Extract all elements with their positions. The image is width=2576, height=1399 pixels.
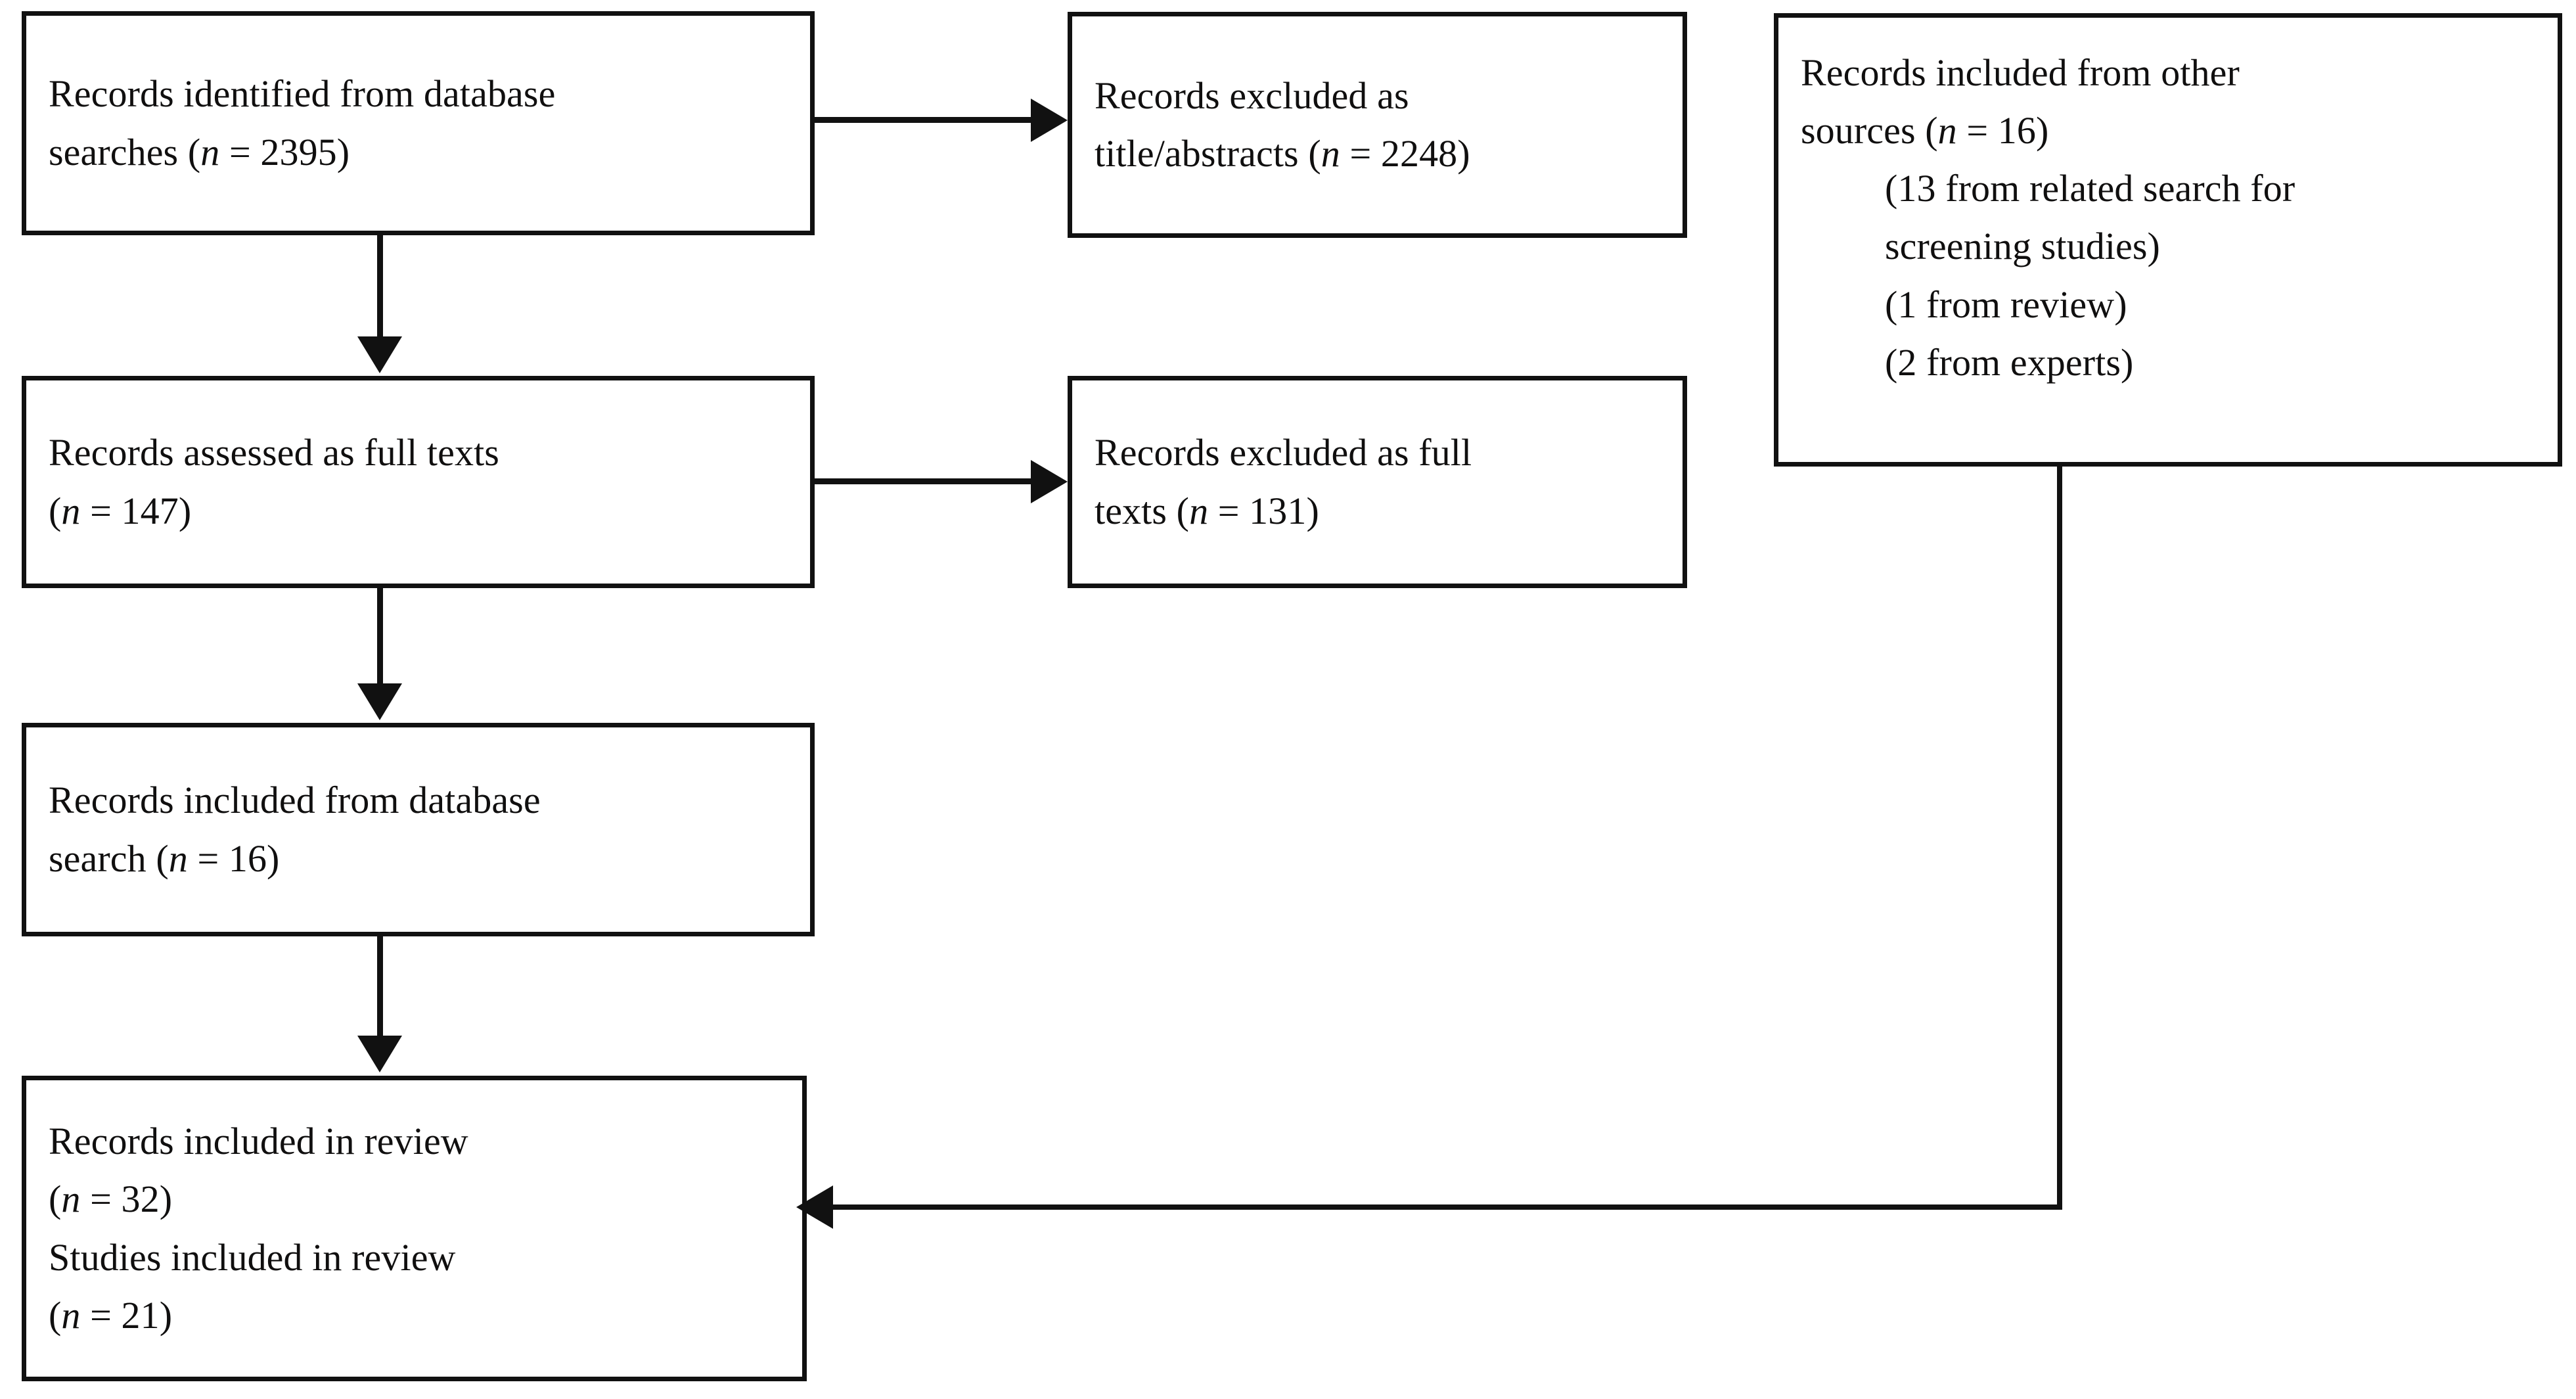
box-records-excluded-as-full-texts: Records excluded as full texts (n = 131) <box>1068 376 1687 588</box>
text-line: texts (n = 131) <box>1095 482 1660 540</box>
line-suffix: = 16) <box>187 837 280 880</box>
line-prefix: sources ( <box>1801 109 1938 152</box>
text-line: Records identified from database <box>49 72 556 116</box>
box-records-identified-from-database-searches: Records identified from database searche… <box>22 11 815 235</box>
line-prefix: ( <box>49 1178 62 1221</box>
box-records-excluded-as-title-abstracts: Records excluded as title/abstracts (n =… <box>1068 12 1687 238</box>
connector-identified-to-excluded-title-abstract-line <box>815 117 1031 123</box>
text-line: search (n = 16) <box>49 830 788 888</box>
line-suffix: = 32) <box>80 1178 173 1221</box>
text-line: (n = 21) <box>49 1287 780 1344</box>
n-symbol: n <box>61 1293 81 1337</box>
line-suffix: = 131) <box>1208 489 1319 532</box>
text-line: (n = 147) <box>49 482 788 540</box>
arrow-down-icon <box>357 683 402 720</box>
text-line-breakdown: screening studies) <box>1885 225 2160 268</box>
n-symbol: n <box>1189 489 1209 532</box>
line-prefix: ( <box>49 1293 62 1337</box>
box-text: Records included from database search (n… <box>26 771 810 887</box>
text-line: Records included from database <box>49 779 541 822</box>
line-prefix: ( <box>49 489 62 532</box>
box-records-and-studies-included-in-review: Records included in review (n = 32) Stud… <box>22 1076 807 1381</box>
box-records-included-from-database-search: Records included from database search (n… <box>22 723 815 936</box>
arrow-right-icon <box>1031 460 1068 503</box>
n-symbol: n <box>168 837 188 880</box>
connector-included-database-to-included-review-line <box>377 936 383 1038</box>
text-line-breakdown: (1 from review) <box>1885 283 2127 326</box>
text-line: Records excluded as full <box>1095 431 1472 474</box>
text-line: Studies included in review <box>49 1235 456 1279</box>
box-text: Records excluded as full texts (n = 131) <box>1072 424 1683 539</box>
connector-assessed-to-included-database-line <box>377 588 383 687</box>
text-line: sources (n = 16) <box>1801 102 2535 160</box>
connector-other-sources-to-included-review-horizontal <box>833 1204 2062 1210</box>
box-text: Records excluded as title/abstracts (n =… <box>1072 67 1683 183</box>
text-line: searches (n = 2395) <box>49 124 788 181</box>
arrow-down-icon <box>357 1036 402 1072</box>
connector-other-sources-to-included-review-vertical <box>2057 467 2062 1210</box>
text-line: Records included in review <box>49 1120 468 1163</box>
connector-identified-to-assessed-line <box>377 235 383 340</box>
text-line: Records excluded as <box>1095 74 1409 117</box>
n-symbol: n <box>1937 109 1957 152</box>
box-text: Records included from other sources (n =… <box>1778 44 2558 392</box>
n-symbol: n <box>200 130 220 173</box>
text-line: title/abstracts (n = 2248) <box>1095 125 1660 183</box>
text-line: Records assessed as full texts <box>49 431 499 474</box>
arrow-right-icon <box>1031 99 1068 142</box>
connector-assessed-to-excluded-full-texts-line <box>815 478 1031 484</box>
n-symbol: n <box>61 1178 81 1221</box>
box-records-assessed-as-full-texts: Records assessed as full texts (n = 147) <box>22 376 815 588</box>
text-line-breakdown: (2 from experts) <box>1885 340 2134 384</box>
text-line: (n = 32) <box>49 1170 780 1228</box>
arrow-left-icon <box>796 1185 833 1229</box>
line-suffix: = 147) <box>80 489 192 532</box>
n-symbol: n <box>1321 132 1340 175</box>
box-text: Records assessed as full texts (n = 147) <box>26 424 810 539</box>
text-line: Records included from other <box>1801 51 2240 94</box>
text-line-breakdown: (13 from related search for <box>1885 167 2295 210</box>
line-prefix: search ( <box>49 837 169 880</box>
n-symbol: n <box>61 489 81 532</box>
line-prefix: searches ( <box>49 130 201 173</box>
line-prefix: title/abstracts ( <box>1095 132 1321 175</box>
line-prefix: texts ( <box>1095 489 1190 532</box>
line-suffix: = 21) <box>80 1293 173 1337</box>
line-suffix: = 2248) <box>1340 132 1470 175</box>
line-suffix: = 2395) <box>219 130 350 173</box>
box-text: Records included in review (n = 32) Stud… <box>26 1112 802 1344</box>
arrow-down-icon <box>357 336 402 373</box>
box-records-included-from-other-sources: Records included from other sources (n =… <box>1774 13 2562 467</box>
box-text: Records identified from database searche… <box>26 65 810 181</box>
line-suffix: = 16) <box>1956 109 2049 152</box>
